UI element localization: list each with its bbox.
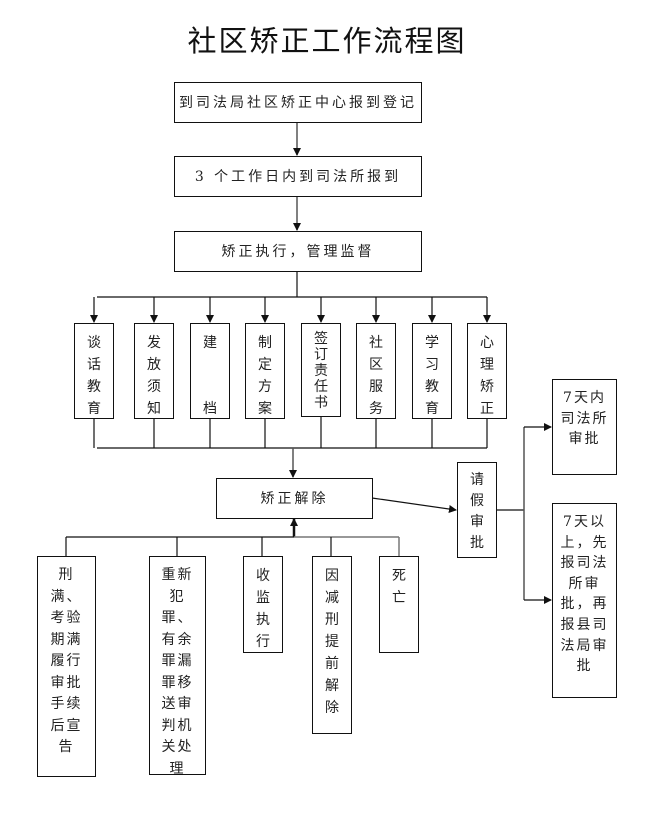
within7-label: 7天内司法所审批 [560,390,609,448]
activity-char: 社 [369,335,383,351]
reason-line: 亡 [392,590,406,606]
over7-box: 7天以上，先报司法所审批，再报县司法局审批 [552,503,617,698]
reason-line: 罪、 [161,610,194,626]
release-reason-box: 刑满、考验期满履行审批手续后宣告 [37,556,96,777]
activity-char: 案 [258,401,272,417]
leave-char: 请 [470,472,484,488]
activity-box: 心理矫正 [467,323,507,419]
release-reason-box: 重新犯罪、有余罪漏罪移送审判机关处理 [149,556,206,777]
activity-char: 理 [480,357,494,373]
over7-label: 7天以上，先报司法所审批，再报县司法局审批 [560,514,609,675]
activity-char: 放 [147,357,161,373]
activity-box: 发放须知 [134,323,174,419]
activity-char: 务 [369,401,383,417]
activity-char: 知 [147,401,161,417]
activity-char: 学 [425,335,439,351]
activity-char: 订 [314,347,328,363]
activity-char: 发 [147,335,161,351]
reason-line: 监 [256,590,270,606]
reason-line: 除 [325,700,339,716]
activity-char: 正 [480,401,494,417]
release-box: 矫正解除 [216,478,373,519]
leave-approval-box: 请 假 审 批 [457,462,497,558]
activity-char: 心 [480,335,494,351]
step-register: 到司法局社区矫正中心报到登记 [174,82,422,123]
release-reason-box: 死亡 [379,556,419,653]
activity-arrows [90,297,491,323]
arrow-release-to-leave [371,497,457,513]
activity-char: 建 [203,335,217,351]
leave-char: 审 [470,514,484,530]
release-reason-box: 因减刑提前解除 [312,556,352,734]
reason-line: 减 [325,590,339,606]
activity-char: 服 [369,379,383,395]
release-reason-box: 收监执行 [243,556,283,653]
reason-line: 重新 [161,567,194,583]
reason-line: 判机 [161,717,194,734]
reason-line: 后宣 [50,717,83,734]
activity-char: 制 [258,335,272,351]
reason-line: 提 [325,634,339,650]
reason-line: 履行 [50,653,83,669]
reason-line: 期满 [50,631,83,648]
activity-char: 育 [87,401,101,417]
reason-line: 刑 [58,567,75,583]
activity-char: 任 [314,379,328,395]
reason-line: 解 [325,678,339,694]
step-execute-label: 矫正执行，管理监督 [221,244,375,260]
activity-char: 习 [425,357,439,373]
step-execute: 矫正执行，管理监督 [174,231,422,272]
within7-box: 7天内司法所审批 [552,379,617,475]
activity-char: 区 [369,357,383,373]
reason-line: 关处 [161,739,194,755]
reason-line: 有余 [161,631,194,648]
step-report-label: 3 个工作日内到司法所报到 [194,169,402,185]
reason-line: 理 [169,760,186,777]
activity-char [191,376,229,398]
reason-line: 审批 [50,674,83,691]
reason-line: 罪漏 [161,653,194,669]
reason-line: 刑 [325,612,339,628]
activity-char: 教 [425,379,439,395]
reason-line: 死 [392,568,406,584]
chart-title: 社区矫正工作流程图 [187,24,467,58]
activity-char: 定 [258,357,272,373]
activity-bottom-lines [93,417,488,448]
step-report: 3 个工作日内到司法所报到 [174,156,422,197]
reason-line: 前 [325,656,339,672]
reason-line: 因 [325,568,339,584]
activity-char: 档 [203,401,217,417]
leave-char: 假 [470,493,484,509]
activity-box: 制定方案 [245,323,285,419]
activity-char: 责 [314,363,328,379]
activity-box: 签订责任书 [301,323,341,417]
reason-line: 罪移 [161,674,194,691]
reason-line: 行 [256,634,270,650]
reason-line: 执 [256,612,270,628]
reason-line: 犯 [169,588,186,605]
reason-line: 手续 [50,696,83,712]
activity-box: 谈话教育 [74,323,114,419]
activity-char [191,354,229,376]
activity-char: 矫 [480,379,494,395]
activity-box: 学习教育 [412,323,452,419]
reason-line: 满、 [50,588,83,605]
activity-char: 谈 [87,335,101,351]
activity-char: 话 [87,357,101,373]
activity-box: 社区服务 [356,323,396,419]
reason-line: 送审 [161,696,194,712]
reason-line: 告 [58,739,75,755]
activity-char: 书 [314,395,328,411]
reason-line: 考验 [50,610,83,626]
activity-box: 建档 [190,323,230,419]
activity-char: 签 [314,331,328,347]
step-register-label: 到司法局社区矫正中心报到登记 [179,95,417,111]
activity-char: 教 [87,379,101,395]
reason-line: 收 [256,568,270,584]
activity-char: 须 [147,379,161,395]
activity-char: 育 [425,401,439,417]
release-label: 矫正解除 [260,491,329,507]
leave-char: 批 [470,535,484,551]
activity-char: 方 [258,379,272,395]
